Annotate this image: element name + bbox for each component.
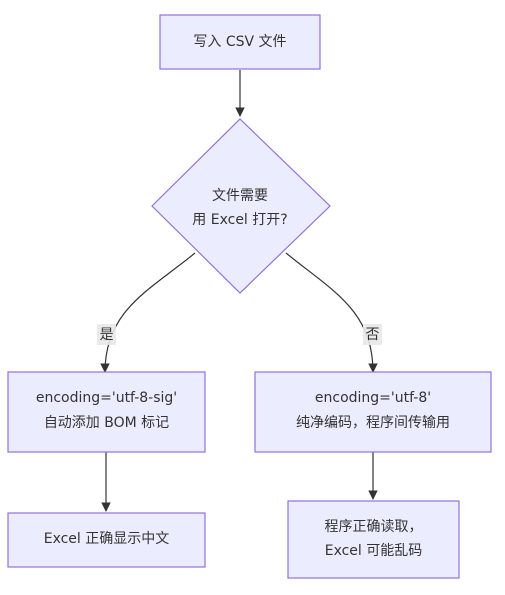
node-utf8-sig-line2: 自动添加 BOM 标记 — [44, 415, 169, 431]
node-decision-line2: 用 Excel 打开? — [192, 211, 287, 228]
node-write-csv-label: 写入 CSV 文件 — [193, 34, 286, 50]
edge-decision-to-no — [285, 252, 378, 373]
edge-label-no-text: 否 — [366, 327, 380, 343]
node-utf8-sig-line1: encoding='utf-8-sig' — [36, 390, 177, 406]
node-excel-correct-label: Excel 正确显示中文 — [44, 531, 170, 547]
edge-label-no: 否 — [363, 324, 382, 345]
edge-decision-to-yes — [100, 252, 196, 373]
node-write-csv: 写入 CSV 文件 — [159, 14, 321, 70]
node-decision-line1: 文件需要 — [212, 188, 268, 204]
node-utf8-line2: 纯净编码，程序间传输用 — [296, 415, 450, 431]
edges-group — [100, 70, 378, 512]
node-utf8-line1: encoding='utf-8' — [315, 390, 431, 406]
node-utf8: encoding='utf-8' 纯净编码，程序间传输用 — [254, 371, 492, 453]
node-utf8-sig: encoding='utf-8-sig' 自动添加 BOM 标记 — [7, 371, 206, 453]
node-program-reads: 程序正确读取， Excel 可能乱码 — [287, 500, 460, 579]
node-program-reads-line2: Excel 可能乱码 — [325, 543, 423, 559]
node-excel-correct: Excel 正确显示中文 — [7, 512, 206, 568]
node-decision: 文件需要 用 Excel 打开? — [151, 118, 331, 294]
edge-label-yes-text: 是 — [100, 327, 114, 343]
node-program-reads-line1: 程序正确读取， — [325, 518, 423, 535]
edge-label-yes: 是 — [97, 324, 116, 345]
